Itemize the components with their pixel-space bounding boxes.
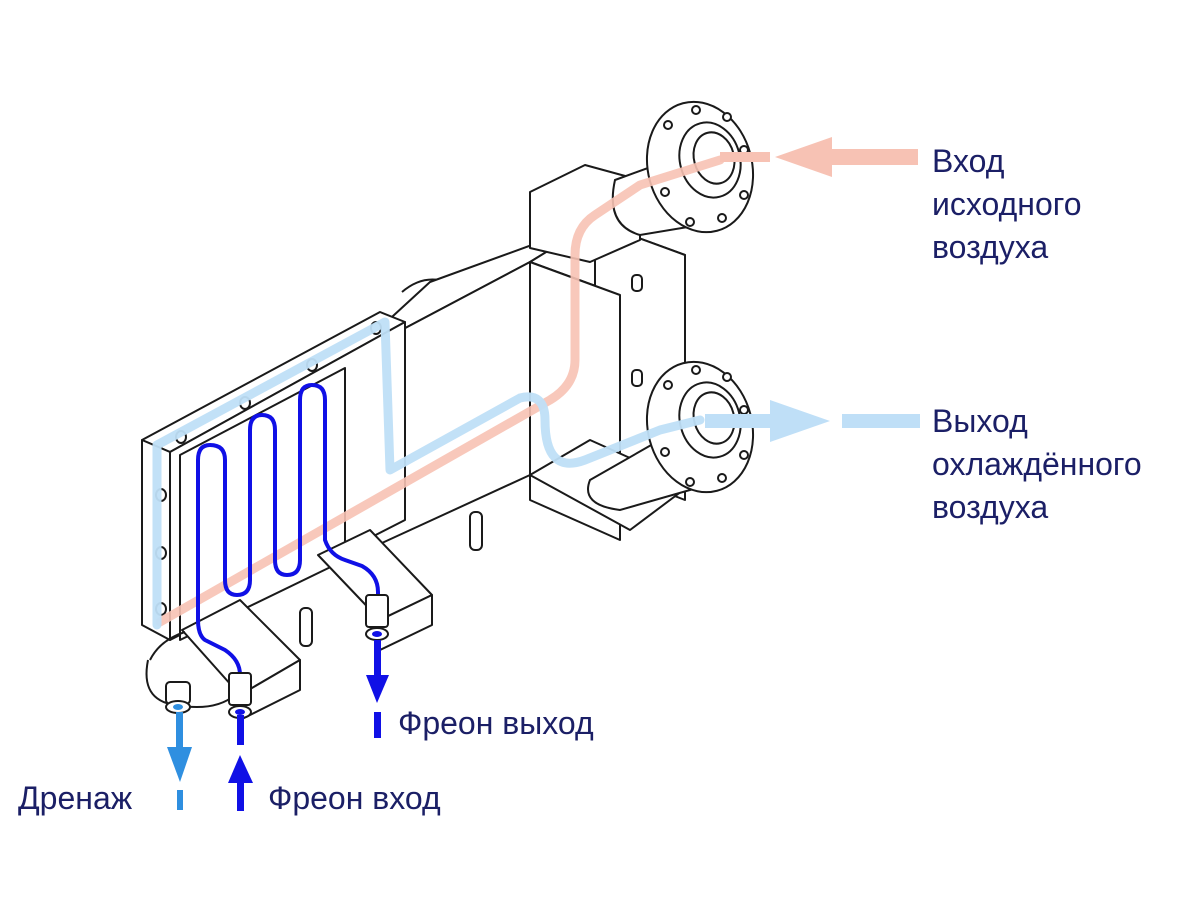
outlet-air-label-line-1: Выход <box>932 403 1028 439</box>
freon-in-label: Фреон вход <box>268 780 441 816</box>
freon-out-label: Фреон выход <box>398 705 594 741</box>
inlet-air-label-line-3: воздуха <box>932 229 1049 265</box>
connectors <box>165 594 389 719</box>
outlet-air-label: Выход охлаждённого воздуха <box>932 400 1142 529</box>
freon-coil <box>196 383 380 717</box>
housing <box>141 164 691 721</box>
inlet-air-arrow <box>720 137 918 177</box>
drain-fitting <box>165 681 191 714</box>
freon-out-arrow <box>366 640 389 738</box>
flange-outlet <box>645 360 755 494</box>
outlet-air-label-line-3: воздуха <box>932 489 1049 525</box>
freon-in-arrow <box>228 715 253 811</box>
studs <box>299 274 643 647</box>
outlet-air-label-line-2: охлаждённого <box>932 446 1142 482</box>
drain-arrow <box>167 712 192 810</box>
drain-label: Дренаж <box>18 780 133 816</box>
freon-inlet-fitting <box>228 672 252 719</box>
inlet-air-label: Вход исходного воздуха <box>932 140 1082 269</box>
freon-outlet-fitting <box>365 594 389 641</box>
warm-air-path <box>155 155 725 627</box>
inlet-air-label-line-1: Вход <box>932 143 1005 179</box>
outlet-air-arrow <box>705 400 920 442</box>
cool-air-path <box>152 317 705 630</box>
inlet-air-label-line-2: исходного <box>932 186 1082 222</box>
